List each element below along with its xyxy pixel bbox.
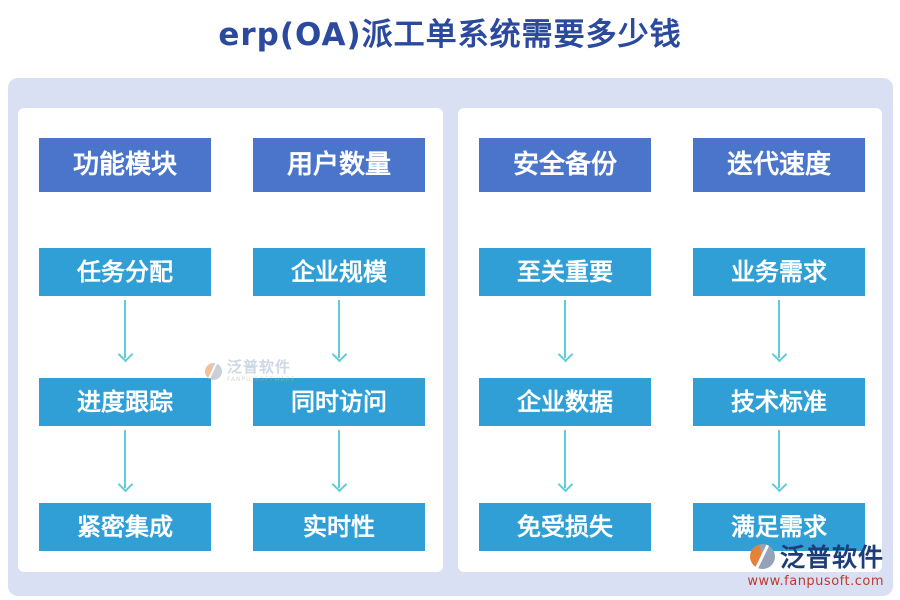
arrow-head bbox=[771, 346, 787, 363]
fanpu-logo-icon bbox=[749, 543, 775, 569]
fanpu-logo-row: 泛普软件 bbox=[749, 538, 884, 574]
arrow-head bbox=[557, 346, 573, 363]
diagram-column: 迭代速度 业务需求 技术标准 满足需求 bbox=[684, 108, 874, 572]
column-header-box: 用户数量 bbox=[253, 138, 425, 192]
arrow-head bbox=[557, 476, 573, 493]
logo-url-text: www.fanpusoft.com bbox=[747, 574, 884, 589]
arrow-line bbox=[778, 430, 780, 488]
item-box: 企业数据 bbox=[479, 378, 651, 426]
arrow-line bbox=[124, 300, 126, 358]
panel-left: 功能模块 任务分配 进度跟踪 紧密集成 用户数量 企业规模 同时访问 实时性 bbox=[18, 108, 443, 572]
arrow-line bbox=[124, 430, 126, 488]
item-box: 进度跟踪 bbox=[39, 378, 211, 426]
item-box: 技术标准 bbox=[693, 378, 865, 426]
item-box: 同时访问 bbox=[253, 378, 425, 426]
arrow-line bbox=[564, 430, 566, 488]
watermark-brand: 泛普软件 bbox=[227, 358, 292, 376]
watermark: 泛普软件 FANPU SOFTWARE bbox=[205, 360, 296, 383]
down-arrow-icon bbox=[771, 300, 787, 363]
diagram-column: 功能模块 任务分配 进度跟踪 紧密集成 bbox=[30, 108, 220, 572]
down-arrow-icon bbox=[331, 300, 347, 363]
item-box: 实时性 bbox=[253, 503, 425, 551]
item-box: 紧密集成 bbox=[39, 503, 211, 551]
arrow-line bbox=[338, 300, 340, 358]
arrow-head bbox=[771, 476, 787, 493]
column-header-box: 功能模块 bbox=[39, 138, 211, 192]
arrow-line bbox=[778, 300, 780, 358]
watermark-subtext: FANPU SOFTWARE bbox=[227, 376, 296, 383]
watermark-text: 泛普软件 FANPU SOFTWARE bbox=[227, 360, 296, 383]
item-box: 满足需求 bbox=[693, 503, 865, 551]
page-title: erp(OA)派工单系统需要多少钱 bbox=[218, 17, 682, 53]
down-arrow-icon bbox=[557, 300, 573, 363]
diagram-column: 用户数量 企业规模 同时访问 实时性 bbox=[244, 108, 434, 572]
fanpu-logo-icon bbox=[205, 363, 222, 380]
arrow-head bbox=[331, 346, 347, 363]
down-arrow-icon bbox=[771, 430, 787, 493]
column-header-box: 安全备份 bbox=[479, 138, 651, 192]
diagram-column: 安全备份 至关重要 企业数据 免受损失 bbox=[470, 108, 660, 572]
item-box: 企业规模 bbox=[253, 248, 425, 296]
arrow-line bbox=[564, 300, 566, 358]
arrow-line bbox=[338, 430, 340, 488]
fanpu-logo: 泛普软件 www.fanpusoft.com bbox=[747, 538, 884, 588]
arrow-head bbox=[331, 476, 347, 493]
down-arrow-icon bbox=[117, 300, 133, 363]
logo-brand-text: 泛普软件 bbox=[779, 543, 884, 572]
item-box: 免受损失 bbox=[479, 503, 651, 551]
item-box: 业务需求 bbox=[693, 248, 865, 296]
column-header-box: 迭代速度 bbox=[693, 138, 865, 192]
down-arrow-icon bbox=[331, 430, 347, 493]
item-box: 至关重要 bbox=[479, 248, 651, 296]
down-arrow-icon bbox=[117, 430, 133, 493]
arrow-head bbox=[117, 476, 133, 493]
arrow-head bbox=[117, 346, 133, 363]
down-arrow-icon bbox=[557, 430, 573, 493]
item-box: 任务分配 bbox=[39, 248, 211, 296]
panel-right: 安全备份 至关重要 企业数据 免受损失 迭代速度 业务需求 技术标准 满足需求 bbox=[458, 108, 882, 572]
